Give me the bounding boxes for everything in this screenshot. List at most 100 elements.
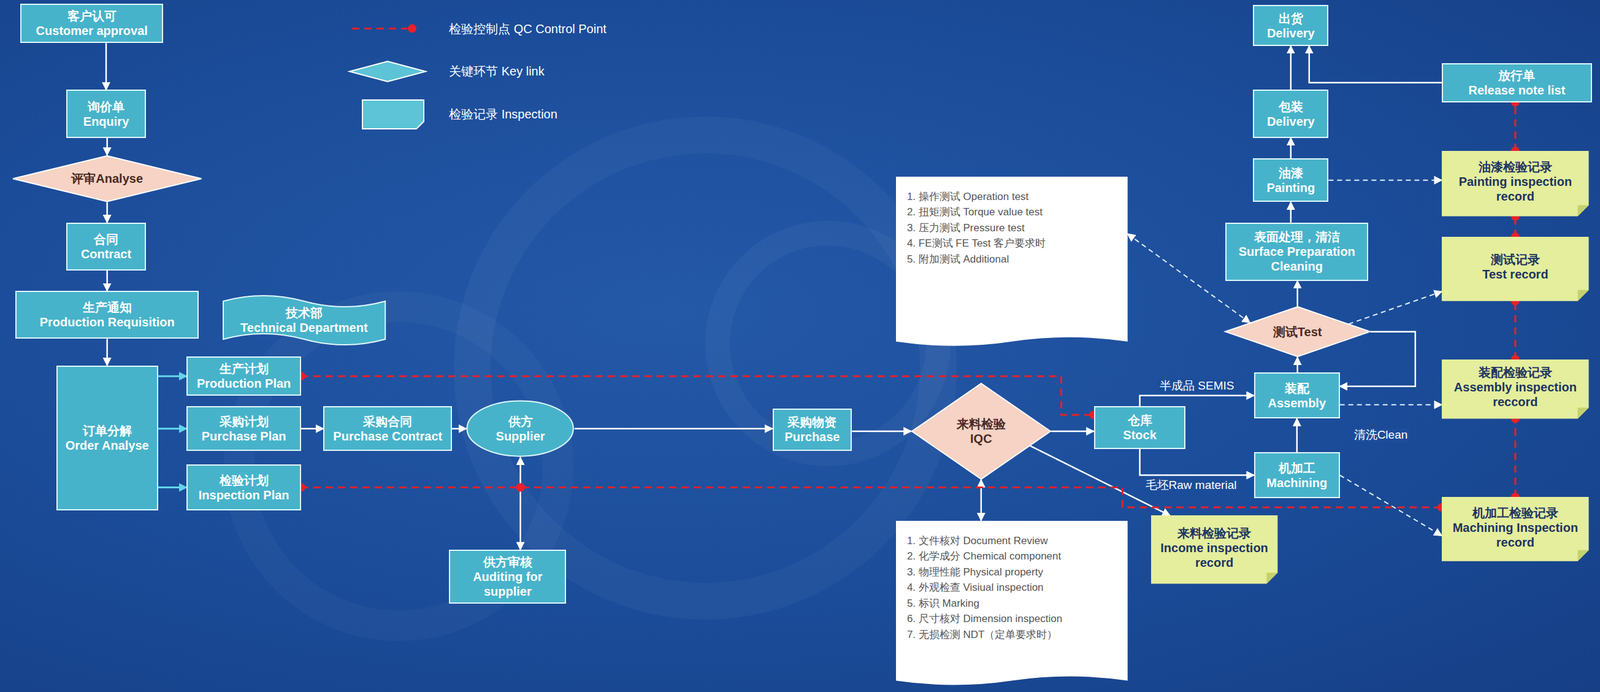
node-content: 表面处理，清洁Surface Preparation Cleaning	[1226, 225, 1367, 278]
node-text: 生产通知	[22, 299, 192, 315]
node-text: Test record	[1450, 266, 1581, 282]
process-box: 包装Delivery	[1252, 89, 1329, 138]
node-text: Stock	[1101, 427, 1179, 443]
record-outline	[1441, 359, 1589, 419]
record-outline	[1441, 150, 1589, 216]
dashed-link	[1328, 179, 1442, 181]
node-content: 来料检验记录Income inspection record	[1151, 520, 1278, 579]
node-text: Production Requisition	[22, 314, 192, 330]
process-box: 检验计划Inspection Plan	[186, 464, 301, 511]
flow-arrow	[519, 456, 522, 550]
node-text: Production Plan	[193, 375, 294, 391]
node-text: 生产计划	[193, 361, 294, 376]
node-content: 机加工检验记录Machining Inspection record	[1441, 500, 1589, 559]
flow-arrow	[301, 428, 324, 430]
node-text: Release note list	[1449, 82, 1585, 98]
node-text: Assembly inspection reccord	[1450, 379, 1581, 410]
node-content: 询价单Enquiry	[67, 95, 145, 133]
node-content: 放行单Release note list	[1443, 64, 1591, 102]
node-text: 供方审核	[456, 554, 559, 570]
qc-control-line	[1514, 102, 1516, 151]
node-text: 5. 附加测试 Additional	[907, 251, 1117, 268]
record-outline	[1441, 236, 1589, 302]
node-content: 评审Analyse	[71, 171, 143, 186]
node-text: 1. 操作测试 Operation test	[907, 188, 1117, 205]
process-box: 采购物资Purchase	[772, 408, 853, 452]
process-box: 油漆Painting	[1252, 158, 1329, 203]
legend-text: 检验记录 Inspection	[448, 106, 558, 122]
qc-control-line	[1514, 216, 1516, 237]
record-document: 装配检验记录Assembly inspection reccord	[1441, 359, 1589, 419]
qc-control-line	[1514, 418, 1516, 497]
node-content: 供方审核Auditing for supplier	[450, 550, 565, 603]
node-content: 出货Delivery	[1254, 7, 1328, 45]
node-text: 油漆检验记录	[1450, 159, 1581, 175]
node-text: 仓库	[1101, 412, 1179, 428]
node-shape	[911, 382, 1052, 480]
supplier-ellipse: 供方Supplier	[466, 399, 575, 457]
node-content: 仓库Stock	[1095, 409, 1185, 446]
node-shape	[222, 295, 386, 345]
node-text: Technical Department	[228, 320, 380, 335]
node-text: Inspection Plan	[193, 487, 294, 503]
flow-arrow	[574, 428, 773, 430]
node-text: 采购物资	[780, 414, 846, 430]
record-outline	[1151, 515, 1278, 584]
node-text: 4. 外观检查 Visiual inspection	[907, 579, 1117, 596]
edge-label: 半成品 SEMIS	[1157, 378, 1236, 394]
node-text: 放行单	[1449, 68, 1585, 83]
node-content: 采购计划Purchase Plan	[187, 410, 300, 448]
node-content: 测试记录Test record	[1441, 247, 1589, 291]
node-text: 询价单	[73, 99, 139, 115]
flow-arrow	[106, 270, 108, 291]
node-text: Painting inspection record	[1450, 174, 1581, 204]
node-text: 装配	[1261, 380, 1333, 396]
node-content: 1. 文件核对 Document Review2. 化学成分 Chemical …	[895, 520, 1128, 655]
flow-arrow	[851, 430, 912, 433]
node-content: 油漆Painting	[1254, 161, 1328, 199]
diamond-outline	[12, 155, 202, 202]
legend-text: 检验控制点 QC Control Point	[448, 21, 607, 37]
process-box: 装配Assembly	[1254, 372, 1340, 419]
record-document: 油漆检验记录Painting inspection record	[1441, 150, 1589, 216]
node-text: 测试Test	[1273, 324, 1323, 340]
node-text: Customer approval	[27, 23, 156, 39]
node-text: 装配检验记录	[1450, 364, 1581, 380]
record-document: 机加工检验记录Machining Inspection record	[1441, 496, 1589, 562]
node-content: 装配检验记录Assembly inspection reccord	[1441, 359, 1589, 418]
record-fold	[1577, 550, 1589, 562]
flow-arrow	[1290, 201, 1293, 223]
node-content: 客户认可Customer approval	[21, 4, 162, 42]
node-text: Auditing for supplier	[456, 569, 559, 599]
node-content: 采购物资Purchase	[773, 410, 852, 448]
node-text: 供方	[496, 413, 546, 429]
flow-arrow	[1140, 395, 1255, 406]
department-banner: 技术部Technical Department	[222, 295, 386, 345]
node-text: 1. 文件核对 Document Review	[907, 532, 1117, 549]
flow-arrow	[1051, 430, 1095, 433]
record-fold	[1266, 572, 1278, 584]
flow-arrow	[1140, 448, 1255, 475]
process-box: 仓库Stock	[1094, 405, 1187, 449]
flow-arrow	[106, 137, 108, 156]
node-text: Assembly	[1261, 395, 1333, 411]
diamond-outline	[911, 383, 1051, 479]
node-text: 订单分解	[63, 423, 151, 438]
note-sheet: 1. 操作测试 Operation test2. 扭矩测试 Torque val…	[895, 176, 1128, 351]
qc-dot	[516, 483, 525, 492]
node-text: Surface Preparation Cleaning	[1232, 244, 1361, 274]
dashed-link	[1339, 475, 1442, 536]
node-text: Machining	[1261, 475, 1333, 490]
note-outline	[895, 520, 1128, 686]
legend-text: 关键环节 Key link	[448, 63, 545, 79]
node-text: 评审Analyse	[71, 171, 143, 186]
process-box: 机加工Machining	[1254, 451, 1340, 498]
plan-arrow	[158, 486, 188, 489]
flow-arrow	[1290, 137, 1293, 159]
process-box: 出货Delivery	[1252, 4, 1329, 46]
node-text: Income inspection record	[1159, 540, 1269, 570]
node-content: 采购合同Purchase Contract	[324, 410, 451, 448]
node-text: Purchase	[780, 429, 846, 445]
node-text: 包装	[1260, 99, 1321, 115]
